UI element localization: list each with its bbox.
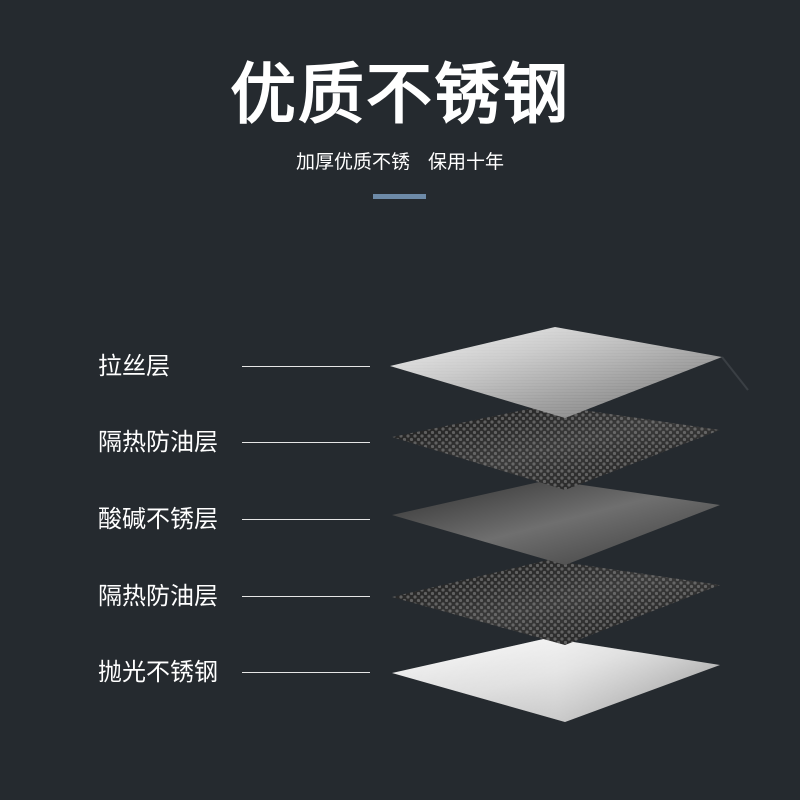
plate-insulation-top bbox=[392, 405, 720, 490]
page-title: 优质不锈钢 bbox=[230, 56, 570, 133]
leader-line-insulation-bottom bbox=[242, 596, 370, 597]
layer-label-insulation-bottom: 隔热防油层 bbox=[98, 582, 218, 610]
page-subtitle: 加厚优质不锈 保用十年 bbox=[295, 151, 505, 173]
accent-divider bbox=[373, 194, 426, 199]
leader-line-acid-resistant bbox=[242, 519, 370, 520]
layer-label-insulation-top: 隔热防油层 bbox=[98, 428, 218, 456]
plate-polished bbox=[392, 638, 720, 722]
leader-line-polished bbox=[242, 672, 370, 673]
plate-insulation-bottom bbox=[392, 560, 720, 645]
layer-label-brushed: 拉丝层 bbox=[98, 352, 170, 380]
layer-label-acid-resistant: 酸碱不锈层 bbox=[98, 505, 218, 533]
leader-line-brushed bbox=[242, 366, 370, 367]
plate-acid-resistant bbox=[392, 480, 720, 565]
leader-line-insulation-top bbox=[242, 442, 370, 443]
layer-label-polished: 抛光不锈钢 bbox=[98, 658, 218, 686]
plate-brushed bbox=[390, 327, 749, 418]
